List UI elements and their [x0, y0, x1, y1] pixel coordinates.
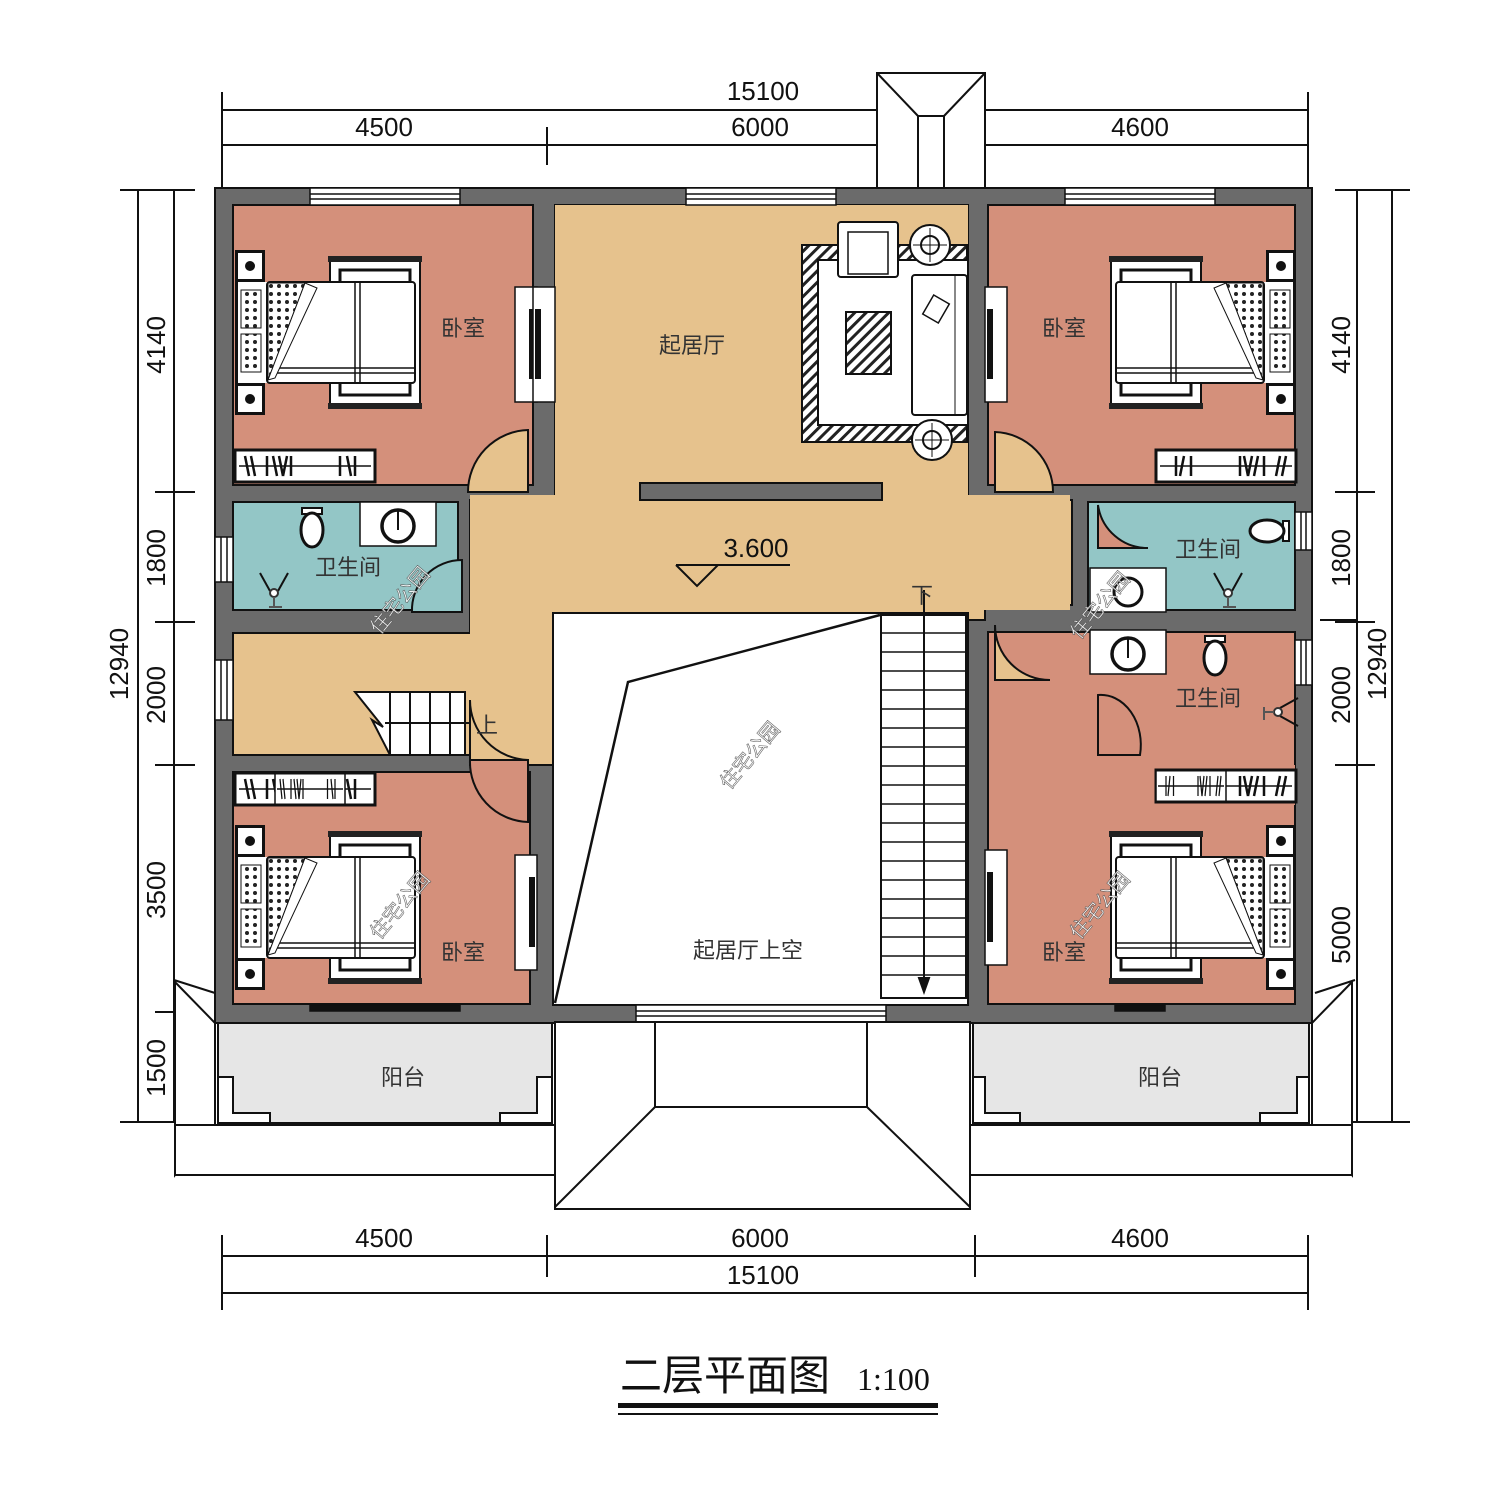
toilet-se: [1202, 634, 1228, 677]
balcony-corners: [217, 1076, 1310, 1124]
label-void: 起居厅上空: [693, 939, 803, 964]
balcony-e: [972, 1022, 1310, 1124]
left-dimensions: [120, 189, 216, 1123]
wardrobe-nw: [233, 448, 377, 484]
label-bath-w: 卫生间: [315, 556, 381, 581]
label-bath-se: 卫生间: [1175, 687, 1241, 712]
windows: [214, 187, 1313, 1023]
left-dim-5: 1500: [141, 1039, 171, 1097]
top-dim-3: 4600: [1111, 112, 1169, 142]
toilet-w: [299, 506, 325, 549]
wardrobe-sw: [233, 771, 377, 807]
partition-wall: [639, 482, 883, 501]
bottom-total-dim: 15100: [727, 1260, 799, 1290]
bottom-dimensions: [221, 1235, 1309, 1310]
sofa-set: [801, 221, 969, 461]
left-dim-1: 4140: [141, 316, 171, 374]
label-living: 起居厅: [659, 334, 725, 359]
left-dim-2: 1800: [141, 529, 171, 587]
label-balcony-w: 阳台: [381, 1066, 425, 1091]
elevation-marker: [675, 564, 790, 588]
roof-vent: [876, 72, 986, 189]
stair-down-label: 下: [911, 584, 933, 609]
elevation-text: 3.600: [723, 533, 788, 563]
balcony-w: [217, 1022, 553, 1124]
label-balcony-e: 阳台: [1138, 1066, 1182, 1091]
stair-up: [352, 691, 470, 756]
tv-living: [532, 286, 556, 403]
label-bedroom-nw: 卧室: [441, 317, 485, 342]
right-dim-2: 1800: [1326, 529, 1356, 587]
stair-treads: [881, 632, 966, 976]
bottom-dim-2: 6000: [731, 1223, 789, 1253]
label-bath-ne: 卫生间: [1175, 538, 1241, 563]
right-total-dim: 12940: [1362, 628, 1392, 700]
bottom-dim-1: 4500: [355, 1223, 413, 1253]
sink-w: [358, 500, 438, 548]
tv-sw: [514, 854, 538, 971]
corridor-w: [470, 605, 555, 760]
tv-se: [984, 849, 1008, 966]
drawing-title: 二层平面图: [620, 1351, 830, 1400]
drawing-scale: 1:100: [857, 1361, 930, 1397]
toilet-ne: [1248, 518, 1291, 544]
top-total-dim: 15100: [727, 76, 799, 106]
stair-down: [880, 590, 967, 999]
stair-up-label: 上: [476, 714, 498, 739]
bottom-dim-3: 4600: [1111, 1223, 1169, 1253]
top-dim-1: 4500: [355, 112, 413, 142]
sink-se: [1088, 628, 1168, 676]
left-dim-3: 2000: [141, 666, 171, 724]
balcony-roof-outline: [174, 979, 1353, 1210]
right-dim-3: 2000: [1326, 666, 1356, 724]
title-underline-thin: [618, 1413, 938, 1415]
left-total-dim: 12940: [104, 628, 134, 700]
title-underline-thick: [618, 1403, 938, 1408]
tv-ne: [984, 286, 1008, 403]
void-outline: [553, 613, 881, 1004]
right-dim-4: 5000: [1326, 906, 1356, 964]
label-bedroom-ne: 卧室: [1042, 317, 1086, 342]
living-corridor: [470, 495, 1070, 610]
wardrobe-se: [1154, 768, 1298, 804]
sink-ne: [1089, 567, 1167, 613]
left-dim-4: 3500: [141, 861, 171, 919]
wardrobe-ne: [1154, 448, 1298, 484]
right-dim-1: 4140: [1326, 316, 1356, 374]
label-bedroom-se: 卧室: [1042, 941, 1086, 966]
label-bedroom-sw: 卧室: [441, 941, 485, 966]
top-dim-2: 6000: [731, 112, 789, 142]
doors: [410, 428, 1149, 824]
